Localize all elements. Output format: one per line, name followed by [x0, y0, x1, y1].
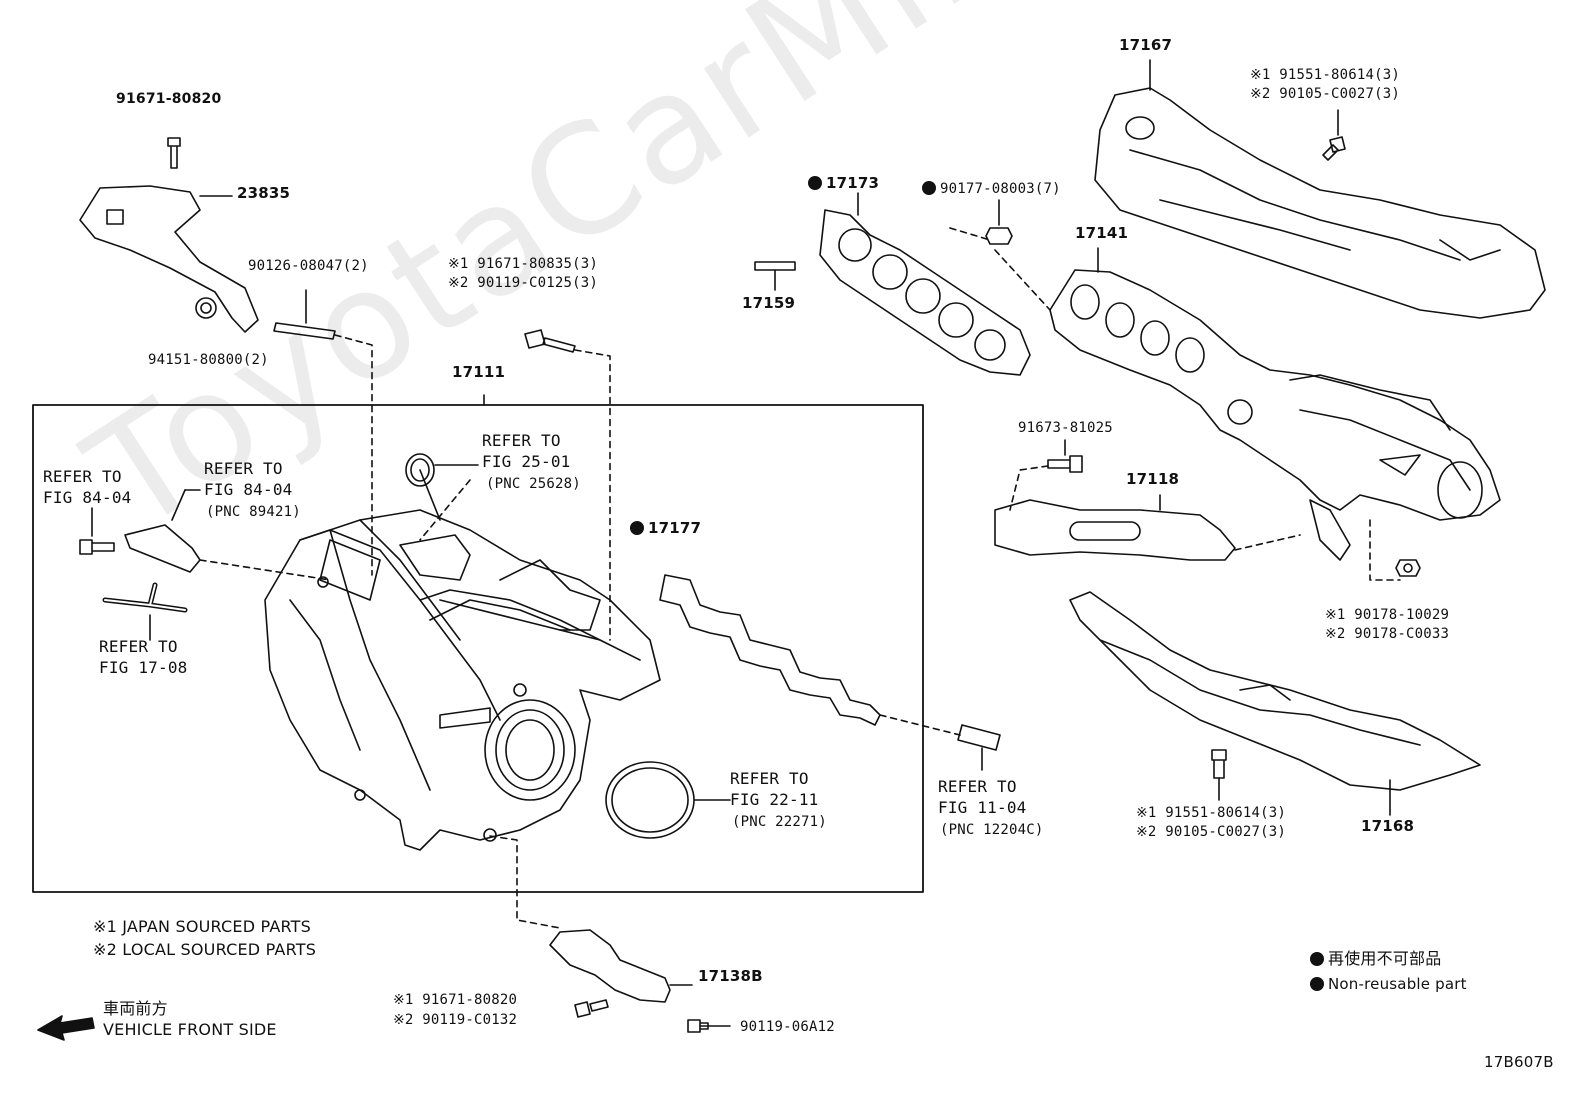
label-94151: 94151-80800(2): [148, 352, 269, 368]
nut-94151: [195, 297, 217, 319]
gasket-17177: [659, 574, 881, 726]
bolt-91551-bottom: [1211, 749, 1227, 779]
intake-manifold: [264, 509, 661, 851]
refer-fig17-line2: FIG 17-08: [99, 658, 188, 677]
non-reusable-dot-icon: [630, 521, 644, 535]
label-91671-80820: 91671-80820: [116, 91, 222, 107]
hose-17-08: [102, 582, 188, 613]
label-17141: 17141: [1075, 224, 1129, 242]
note-local-sourced: ※2 LOCAL SOURCED PARTS: [93, 940, 317, 959]
note-front-jp: 車両前方: [103, 999, 168, 1018]
bolt-84-04: [79, 539, 115, 555]
bracket-17138b: [549, 929, 671, 1003]
non-reusable-dot-icon: [922, 181, 936, 195]
bolt-91673: [1047, 455, 1083, 473]
refer-fig11-line3: (PNC 12204C): [940, 822, 1044, 838]
label-90119-c0132: ※2 90119-C0132: [393, 1012, 518, 1028]
refer-fig22-line1: REFER TO: [730, 769, 809, 788]
front-arrow-icon: [37, 1015, 95, 1041]
refer-fig84b-line1: REFER TO: [204, 459, 283, 478]
refer-fig25-line2: FIG 25-01: [482, 452, 571, 471]
label-17168: 17168: [1361, 817, 1415, 835]
stay-17118: [994, 499, 1236, 561]
legend-jp: 再使用不可部品: [1310, 948, 1441, 970]
label-90126: 90126-08047(2): [248, 258, 369, 274]
refer-fig11-line1: REFER TO: [938, 777, 1017, 796]
label-17138b: 17138B: [698, 967, 763, 985]
bracket-23835: [79, 185, 259, 333]
sensor-89421: [124, 524, 201, 573]
note-front-en: VEHICLE FRONT SIDE: [103, 1020, 277, 1039]
heat-insulator-17167: [1094, 87, 1546, 319]
label-90177-text: 90177-08003(7): [940, 181, 1061, 197]
refer-fig17-line1: REFER TO: [99, 637, 178, 656]
label-23835: 23835: [237, 184, 291, 202]
non-reusable-dot-icon: [1310, 952, 1324, 966]
note-japan-sourced: ※1 JAPAN SOURCED PARTS: [93, 917, 312, 936]
label-17177-text: 17177: [648, 519, 702, 537]
label-17167: 17167: [1119, 36, 1173, 54]
bolt-91671-80820-b: [574, 999, 609, 1018]
label-90105-bottom: ※2 90105-C0027(3): [1136, 824, 1286, 840]
refer-fig84b-line2: FIG 84-04: [204, 480, 293, 499]
label-91671-80835: ※1 91671-80835(3): [448, 256, 598, 272]
label-17177: 17177: [630, 519, 701, 537]
gasket-ring-25628: [405, 453, 435, 487]
refer-fig25-line3: (PNC 25628): [486, 476, 581, 492]
legend-en-text: Non-reusable part: [1328, 975, 1467, 993]
non-reusable-dot-icon: [1310, 977, 1324, 991]
refer-fig11-line2: FIG 11-04: [938, 798, 1027, 817]
label-91671-80820-b: ※1 91671-80820: [393, 992, 518, 1008]
label-90178-1: ※1 90178-10029: [1325, 607, 1450, 623]
label-90177: 90177-08003(7): [922, 180, 1061, 198]
bolt-91551-top: [1322, 136, 1346, 161]
figure-code: 17B607B: [1484, 1053, 1554, 1071]
refer-fig25-line1: REFER TO: [482, 431, 561, 450]
label-17159: 17159: [742, 294, 796, 312]
gasket-ring-22271: [605, 761, 695, 839]
refer-fig84a-line1: REFER TO: [43, 467, 122, 486]
nut-90178: [1395, 559, 1421, 577]
heat-insulator-17168: [1069, 591, 1481, 791]
refer-fig84a-line2: FIG 84-04: [43, 488, 132, 507]
refer-fig22-line3: (PNC 22271): [732, 814, 827, 830]
label-90119-06a12: 90119-06A12: [740, 1019, 835, 1035]
nut-90177: [985, 227, 1013, 245]
label-17111: 17111: [452, 363, 506, 381]
bolt-91671-80820: [167, 137, 181, 169]
label-90105-top: ※2 90105-C0027(3): [1250, 86, 1400, 102]
bolt-90119-06a12: [687, 1019, 709, 1033]
bolt-91671-80835: [524, 329, 576, 353]
exhaust-manifold-17141: [1049, 269, 1501, 521]
intake-manifold-frame: [32, 404, 924, 893]
stud-12204c: [957, 724, 1001, 751]
non-reusable-dot-icon: [808, 176, 822, 190]
label-91673: 91673-81025: [1018, 420, 1113, 436]
label-17118: 17118: [1126, 470, 1180, 488]
stud-90126: [273, 322, 336, 340]
refer-fig22-line2: FIG 22-11: [730, 790, 819, 809]
gasket-17173: [819, 209, 1031, 376]
label-91551-top: ※1 91551-80614(3): [1250, 67, 1400, 83]
legend-jp-text: 再使用不可部品: [1328, 949, 1442, 968]
refer-fig84b-line3: (PNC 89421): [206, 504, 301, 520]
label-90178-2: ※2 90178-C0033: [1325, 626, 1450, 642]
label-17173: 17173: [808, 174, 879, 192]
legend-en: Non-reusable part: [1310, 973, 1467, 995]
label-91551-bottom: ※1 91551-80614(3): [1136, 805, 1286, 821]
stud-17159: [754, 261, 796, 271]
label-17173-text: 17173: [826, 174, 880, 192]
label-90119-c0125: ※2 90119-C0125(3): [448, 275, 598, 291]
